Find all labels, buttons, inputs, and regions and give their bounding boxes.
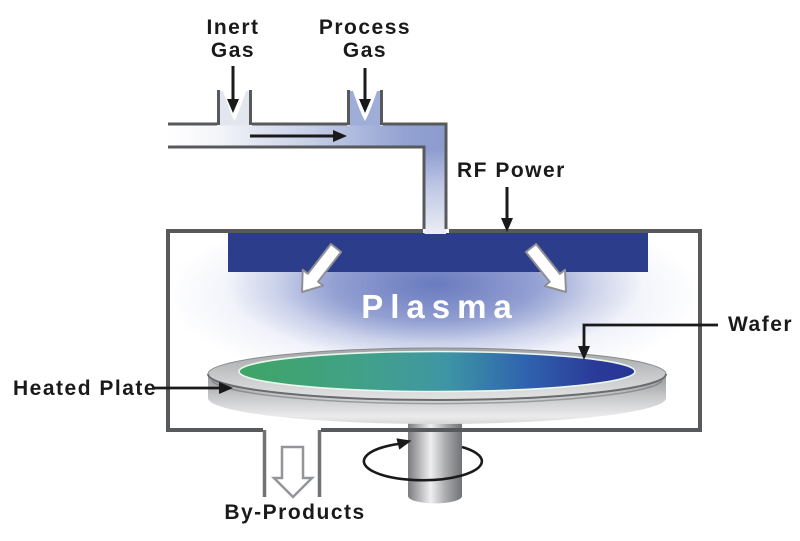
inert-gas-label: Inert Gas xyxy=(198,16,268,62)
inert-gas-label-line1: Inert xyxy=(206,16,260,39)
annotation-arrows xyxy=(153,66,718,394)
by-products-arrow-icon xyxy=(270,445,316,499)
rotation-arrow-icon xyxy=(362,438,484,482)
ion-arrow-right-icon xyxy=(524,243,567,293)
rf-electrode xyxy=(228,233,648,272)
gas-flow-arrow-icon xyxy=(250,130,347,142)
rf-power-label: RF Power xyxy=(457,159,566,182)
ion-arrow-left-icon xyxy=(301,243,343,293)
process-gas-label-line1: Process xyxy=(318,16,412,39)
chamber-wall xyxy=(166,229,702,432)
rf-power-arrow-icon xyxy=(501,187,513,232)
heated-plate-label: Heated Plate xyxy=(13,377,158,400)
by-products-label: By-Products xyxy=(224,501,366,524)
process-gas-label: Process Gas xyxy=(315,16,415,62)
gas-pipe xyxy=(168,90,448,229)
inert-gas-label-line2: Gas xyxy=(210,39,256,62)
plasma-label: Plasma xyxy=(361,288,519,325)
wafer-disk xyxy=(238,350,636,393)
by-products-outlet xyxy=(262,430,322,497)
wafer-pointer-line xyxy=(578,323,718,360)
process-gas-label-line2: Gas xyxy=(342,39,388,62)
inert-gas-arrow-icon xyxy=(227,66,239,113)
gas-pipe-fluid xyxy=(168,91,446,234)
process-gas-arrow-icon xyxy=(359,68,371,113)
wafer-label: Wafer xyxy=(728,313,794,336)
heated-plate-pointer-line xyxy=(153,382,233,394)
